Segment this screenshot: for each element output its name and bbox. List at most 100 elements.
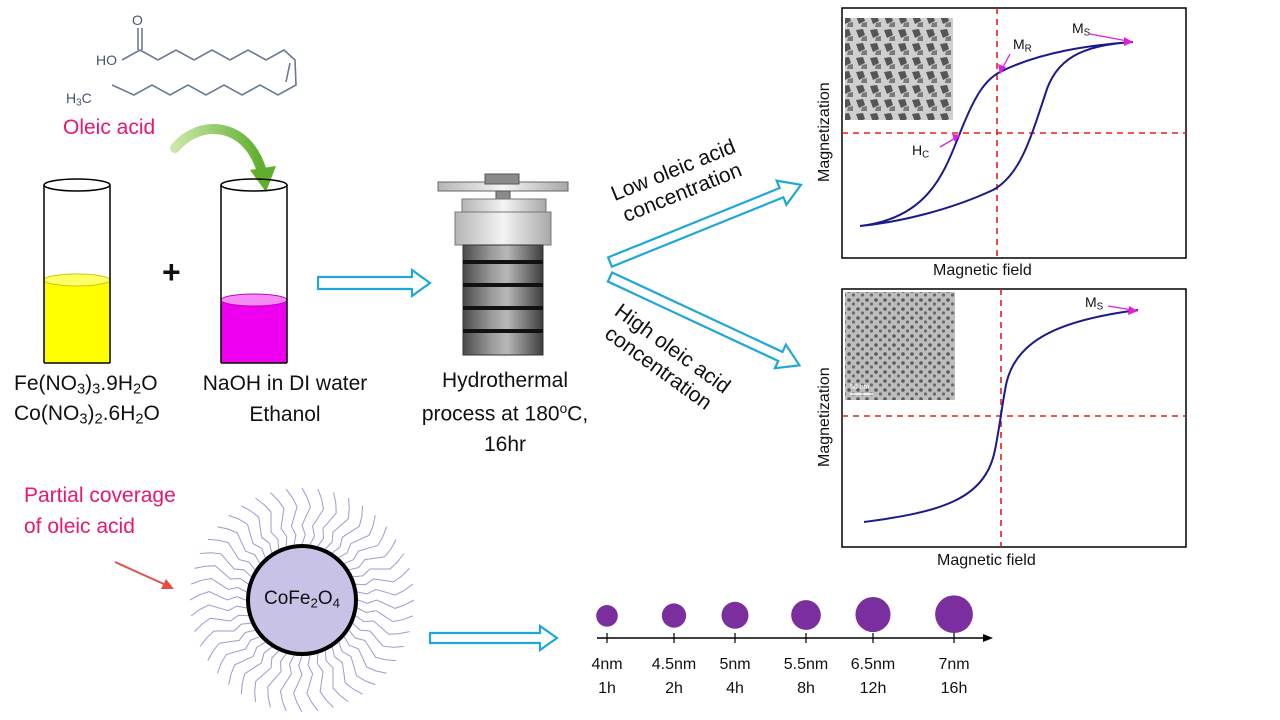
timeline-size-label: 4nm [591,656,623,673]
oleic-chain [194,614,249,632]
oleic-chain [331,505,364,554]
precursor-iron-nitrate: Fe(NO3)3.9H2O [14,372,158,398]
nanoparticle-2 [721,601,749,629]
oleic-chain [207,629,256,661]
solvent-line1: NaOH in DI water [202,372,368,395]
oleic-chain [194,565,249,585]
process-line1: Hydrothermal [441,369,569,392]
oleic-chain [270,492,288,547]
superparamagnetic-curve [863,309,1139,523]
tem-scale-bar-label: 50 nm [850,384,870,391]
timeline-time-label: 12h [859,680,887,697]
oleic-chain [357,583,414,596]
tem-image-large-particles [845,18,953,120]
hydroxyl-label: HO [96,52,117,68]
oleic-acid-label: Oleic acid [63,116,156,139]
timeline-size-label: 6.5nm [850,656,896,673]
timeline-size-label: 5.5nm [783,656,829,673]
oleic-chain [199,622,252,647]
carbonyl-oxygen-label: O [132,12,143,28]
oleic-chain [200,552,252,578]
oleic-chain [190,577,247,593]
top-plot-ylabel: Magnetization [816,82,833,182]
oleic-chain [355,568,410,586]
precursor-cobalt-nitrate: Co(NO3)2.6H2O [14,402,160,428]
hysteresis-plot-bottom [841,288,1187,548]
oleic-chain [352,553,405,578]
oleic-chain [348,539,397,571]
oleic-chain [301,487,311,545]
oleic-chain [343,636,387,674]
oleic-chain [348,629,397,662]
process-line2: process at 180oC, [421,401,589,426]
test-tube-yellow [43,178,111,364]
oleic-chain [240,646,273,695]
top-plot-xlabel: Magnetic field [933,262,1032,279]
oleic-chain [344,526,388,564]
bottom-ms-label: MS [1085,294,1104,313]
nanoparticle-1 [661,603,687,628]
arrow-to-size-timeline [428,623,559,653]
size-timeline [596,595,993,643]
oleic-chain [285,488,298,545]
cofe2o4-label: CoFe2O4 [263,588,341,611]
arrow-to-autoclave [316,267,432,299]
test-tube-magenta [220,178,288,364]
oleic-chain [331,646,363,695]
oleic-chain [216,636,260,674]
oleic-chain [357,599,415,609]
nanoparticle-4 [855,596,891,633]
oleic-chain [306,655,319,712]
autoclave-icon [437,173,569,356]
oleic-chain [267,653,287,708]
oleic-chain [352,622,404,648]
top-mr-label: MR [1013,36,1032,55]
timeline-time-label: 2h [665,680,683,697]
nanoparticle-0 [596,605,618,627]
process-line3: 16hr [483,433,527,456]
cofe2o4-core [246,544,358,656]
oleic-acid-molecule [111,28,297,96]
bottom-plot-xlabel: Magnetic field [937,552,1036,569]
oleic-chain [293,655,303,713]
bottom-plot-ylabel: Magnetization [816,367,833,467]
hysteresis-plot-top [841,7,1187,259]
oleic-chain [254,650,280,702]
timeline-size-label: 5nm [719,656,751,673]
tem-image-small-particles [845,292,955,400]
timeline-time-label: 4h [726,680,744,697]
oleic-chains [189,487,415,713]
nanoparticle-3 [791,600,821,630]
oleic-chain [228,514,266,558]
plus-sign: + [162,254,181,290]
oleic-chain [309,488,325,545]
timeline-size-label: 4.5nm [651,656,697,673]
oleic-chain [189,591,247,601]
hysteresis-loop [859,41,1134,227]
methyl-label: H3C [66,90,92,109]
timeline-axis-arrowhead [983,634,993,642]
oleic-chain [255,497,280,550]
top-hc-label: HC [912,142,930,161]
oleic-chain [357,607,414,623]
timeline-time-label: 16h [940,680,968,697]
oleic-chain [338,642,376,686]
oleic-chain [228,641,266,685]
top-ms-label: MS [1072,20,1091,39]
coverage-line1: Partial coverage [24,484,176,507]
oleic-chain [324,498,350,550]
arrow-low-concentration [606,179,803,269]
oleic-chain [207,538,256,571]
oleic-chain [317,492,337,547]
oleic-chain [241,505,273,554]
oleic-chain [190,604,247,617]
arrow-high-concentration [606,271,802,370]
oleic-chain [217,526,261,564]
oleic-chain [355,615,410,635]
oleic-chain [324,650,349,703]
timeline-time-label: 1h [598,680,616,697]
oleic-chain [279,655,295,712]
pointer-arrow-red [114,561,174,589]
timeline-time-label: 8h [797,680,815,697]
